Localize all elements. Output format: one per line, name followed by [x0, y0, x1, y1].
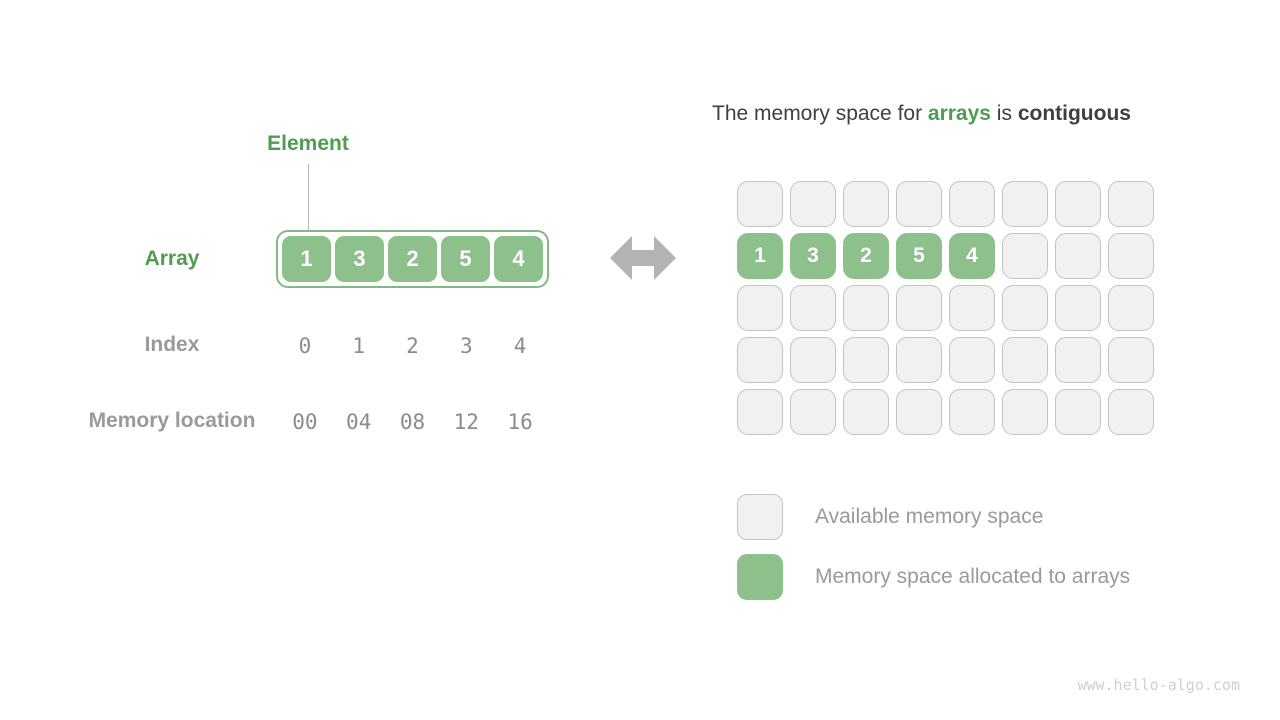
available-memory-cell [790, 337, 836, 383]
index-value: 2 [406, 334, 419, 358]
allocated-memory-swatch-icon [737, 554, 783, 600]
available-memory-cell [1002, 233, 1048, 279]
available-memory-cell [1055, 181, 1101, 227]
title-text-prefix: The memory space for [712, 102, 928, 125]
available-memory-cell [949, 337, 995, 383]
array-cell: 1 [282, 236, 331, 282]
legend-item-allocated: Memory space allocated to arrays [737, 554, 1130, 600]
available-memory-cell [1002, 181, 1048, 227]
available-memory-cell [790, 389, 836, 435]
available-memory-cell [896, 337, 942, 383]
title-contiguous-emphasis: contiguous [1017, 102, 1131, 125]
available-memory-cell [1108, 181, 1154, 227]
index-values: 0 1 2 3 4 [276, 334, 549, 358]
index-label: Index [144, 333, 200, 356]
index-value: 4 [513, 334, 527, 358]
available-memory-cell [1108, 337, 1154, 383]
index-value: 1 [352, 334, 366, 358]
available-memory-cell [1055, 285, 1101, 331]
memory-location-values: 00 04 08 12 16 [276, 410, 549, 434]
memory-location-value: 12 [453, 410, 479, 434]
memory-location-value: 00 [292, 410, 318, 434]
available-memory-cell [1002, 285, 1048, 331]
available-memory-cell [737, 337, 783, 383]
available-memory-cell [737, 181, 783, 227]
available-memory-cell [843, 337, 889, 383]
memory-location-label: Memory location [88, 409, 256, 432]
array-cell: 2 [388, 236, 437, 282]
memory-location-value: 16 [507, 410, 533, 434]
diagram-title: The memory space for arrays is contiguou… [712, 102, 1131, 126]
array-cell: 4 [494, 236, 543, 282]
element-pointer-line [308, 164, 309, 230]
available-memory-cell [843, 389, 889, 435]
available-memory-cell [1108, 285, 1154, 331]
left-right-arrow-icon [610, 236, 676, 280]
memory-location-value: 08 [399, 410, 426, 434]
available-memory-cell [1055, 337, 1101, 383]
available-memory-cell [896, 285, 942, 331]
title-arrays-highlight: arrays [927, 102, 991, 125]
available-memory-cell [896, 389, 942, 435]
available-memory-cell [1055, 233, 1101, 279]
watermark: www.hello-algo.com [1077, 676, 1240, 694]
available-memory-cell [896, 181, 942, 227]
available-memory-cell [949, 285, 995, 331]
available-memory-cell [737, 389, 783, 435]
available-memory-cell [949, 181, 995, 227]
available-memory-cell [1055, 389, 1101, 435]
array-label: Array [144, 247, 200, 270]
available-memory-cell [737, 285, 783, 331]
legend-item-available: Available memory space [737, 494, 1130, 540]
legend: Available memory space Memory space allo… [737, 494, 1130, 600]
available-memory-cell [1108, 389, 1154, 435]
allocated-memory-cell: 5 [896, 233, 942, 279]
available-memory-cell [949, 389, 995, 435]
available-memory-cell [1002, 389, 1048, 435]
legend-label-available: Available memory space [815, 505, 1044, 528]
allocated-memory-cell: 2 [843, 233, 889, 279]
available-memory-cell [843, 181, 889, 227]
available-memory-cell [1108, 233, 1154, 279]
available-memory-cell [790, 181, 836, 227]
allocated-memory-cell: 3 [790, 233, 836, 279]
title-text-middle: is [990, 102, 1018, 125]
array-cell: 3 [335, 236, 384, 282]
array-cell: 5 [441, 236, 490, 282]
index-value: 0 [298, 334, 312, 358]
available-memory-swatch-icon [737, 494, 783, 540]
allocated-memory-cell: 4 [949, 233, 995, 279]
allocated-memory-cell: 1 [737, 233, 783, 279]
available-memory-cell [843, 285, 889, 331]
memory-location-value: 04 [346, 410, 372, 434]
available-memory-cell [1002, 337, 1048, 383]
legend-label-allocated: Memory space allocated to arrays [815, 565, 1131, 588]
index-value: 3 [459, 334, 473, 358]
element-label: Element [267, 132, 349, 155]
available-memory-cell [790, 285, 836, 331]
